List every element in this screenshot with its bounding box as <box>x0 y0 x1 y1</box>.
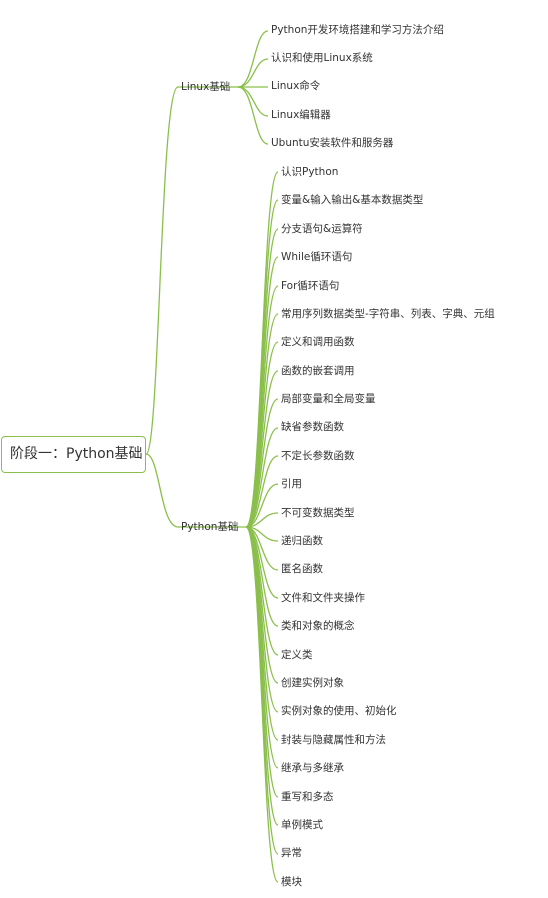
python-child: 模块 <box>281 876 302 888</box>
python-child: 不可变数据类型 <box>281 507 355 519</box>
python-child: 缺省参数函数 <box>281 421 344 433</box>
linux-child: Python开发环境搭建和学习方法介绍 <box>271 24 444 36</box>
connector-python-child <box>245 483 279 528</box>
python-child: 继承与多继承 <box>281 762 344 774</box>
python-child: 类和对象的概念 <box>281 620 355 632</box>
connector-python-child <box>245 427 279 528</box>
linux-child: Linux编辑器 <box>271 109 331 121</box>
python-child: While循环语句 <box>281 251 353 263</box>
python-child: 匿名函数 <box>281 563 323 575</box>
python-child: 单例模式 <box>281 819 323 831</box>
python-child: 常用序列数据类型-字符串、列表、字典、元组 <box>281 308 495 320</box>
connector-root-linux <box>145 86 179 455</box>
branch-linux: Linux基础 <box>181 81 231 93</box>
connector-linux-child <box>237 58 269 88</box>
connector-python-child <box>245 526 279 883</box>
connector-python-child <box>245 526 279 798</box>
python-child: 异常 <box>281 847 302 859</box>
connector-linux-child <box>237 30 269 88</box>
linux-child: 认识和使用Linux系统 <box>271 52 373 64</box>
connector-linux-child <box>237 86 269 145</box>
python-child: 封装与隐藏属性和方法 <box>281 734 386 746</box>
python-child: 局部变量和全局变量 <box>281 393 376 405</box>
python-child: 递归函数 <box>281 535 323 547</box>
python-child: 重写和多态 <box>281 791 334 803</box>
python-child: For循环语句 <box>281 280 340 292</box>
branch-python: Python基础 <box>181 521 239 533</box>
connector-python-child <box>245 256 279 528</box>
connector-python-child <box>245 398 279 528</box>
python-child: 分支语句&运算符 <box>281 223 363 235</box>
python-child: 定义和调用函数 <box>281 336 355 348</box>
python-child: 定义类 <box>281 649 313 661</box>
root-label: 阶段一：Python基础 <box>10 446 143 462</box>
python-child: 不定长参数函数 <box>281 450 355 462</box>
python-child: 实例对象的使用、初始化 <box>281 705 397 717</box>
python-child: 创建实例对象 <box>281 677 344 689</box>
connector-python-child <box>245 512 279 528</box>
connector-python-child <box>245 455 279 528</box>
connector-python-child <box>245 370 279 528</box>
python-child: 函数的嵌套调用 <box>281 365 355 377</box>
linux-child: Ubuntu安装软件和服务器 <box>271 137 394 149</box>
python-child: 变量&输入输出&基本数据类型 <box>281 194 424 206</box>
root-node: 阶段一：Python基础 <box>1 436 146 473</box>
python-child: 认识Python <box>281 166 339 178</box>
connector-root-python <box>145 453 179 528</box>
python-child: 文件和文件夹操作 <box>281 592 365 604</box>
linux-child: Linux命令 <box>271 80 321 92</box>
python-child: 引用 <box>281 478 302 490</box>
